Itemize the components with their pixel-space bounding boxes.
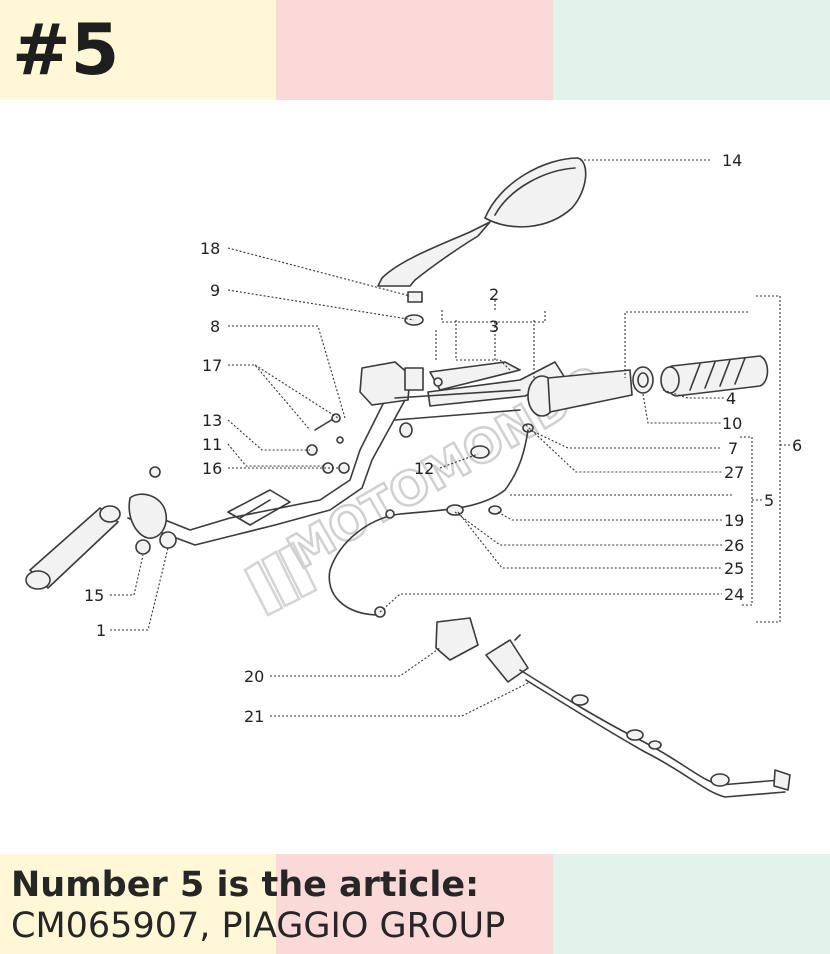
callout-labels: 14 18 9 2 8 3 17 4 13 10 11 7 6 16 12 27… (84, 151, 802, 726)
callout-6: 6 (792, 436, 802, 455)
callout-9: 9 (210, 281, 220, 300)
callout-5: 5 (764, 491, 774, 510)
callout-24: 24 (724, 585, 744, 604)
header-band (0, 0, 830, 100)
cable-part (435, 617, 791, 798)
footer-band-mint (553, 854, 830, 954)
callout-2: 2 (489, 285, 499, 304)
mirror-part (377, 157, 587, 326)
group-brackets (740, 295, 790, 623)
handlebar-part (25, 389, 406, 590)
callout-17: 17 (202, 356, 222, 375)
callout-14: 14 (722, 151, 742, 170)
leader-lines (110, 159, 748, 717)
callout-4: 4 (726, 389, 736, 408)
callout-11: 11 (202, 435, 222, 454)
callout-1: 1 (96, 621, 106, 640)
callout-10: 10 (722, 414, 742, 433)
header-band-yellow (0, 0, 276, 100)
throttle-cable-part (328, 429, 529, 618)
caption-heading: Number 5 is the article: (11, 865, 480, 905)
callout-26: 26 (724, 536, 744, 555)
caption-article-code: CM065907, PIAGGIO GROUP (11, 906, 506, 946)
callout-18: 18 (200, 239, 220, 258)
callout-12: 12 (414, 459, 434, 478)
callout-16: 16 (202, 459, 222, 478)
footer-band (0, 854, 830, 954)
header-band-mint (553, 0, 830, 100)
footer-band-yellow (0, 854, 276, 954)
callout-7: 7 (728, 439, 738, 458)
footer-band-pink (276, 854, 553, 954)
exploded-parts-diagram: MOTOMONDO (0, 100, 830, 854)
callout-8: 8 (210, 317, 220, 336)
callout-20: 20 (244, 667, 264, 686)
callout-15: 15 (84, 586, 104, 605)
callout-19: 19 (724, 511, 744, 530)
callout-27: 27 (724, 463, 744, 482)
callout-21: 21 (244, 707, 264, 726)
callout-13: 13 (202, 411, 222, 430)
callout-3: 3 (489, 317, 499, 336)
callout-25: 25 (724, 559, 744, 578)
throttle-grip-part (522, 355, 769, 433)
header-band-pink (276, 0, 553, 100)
item-number-badge: #5 (12, 9, 120, 91)
